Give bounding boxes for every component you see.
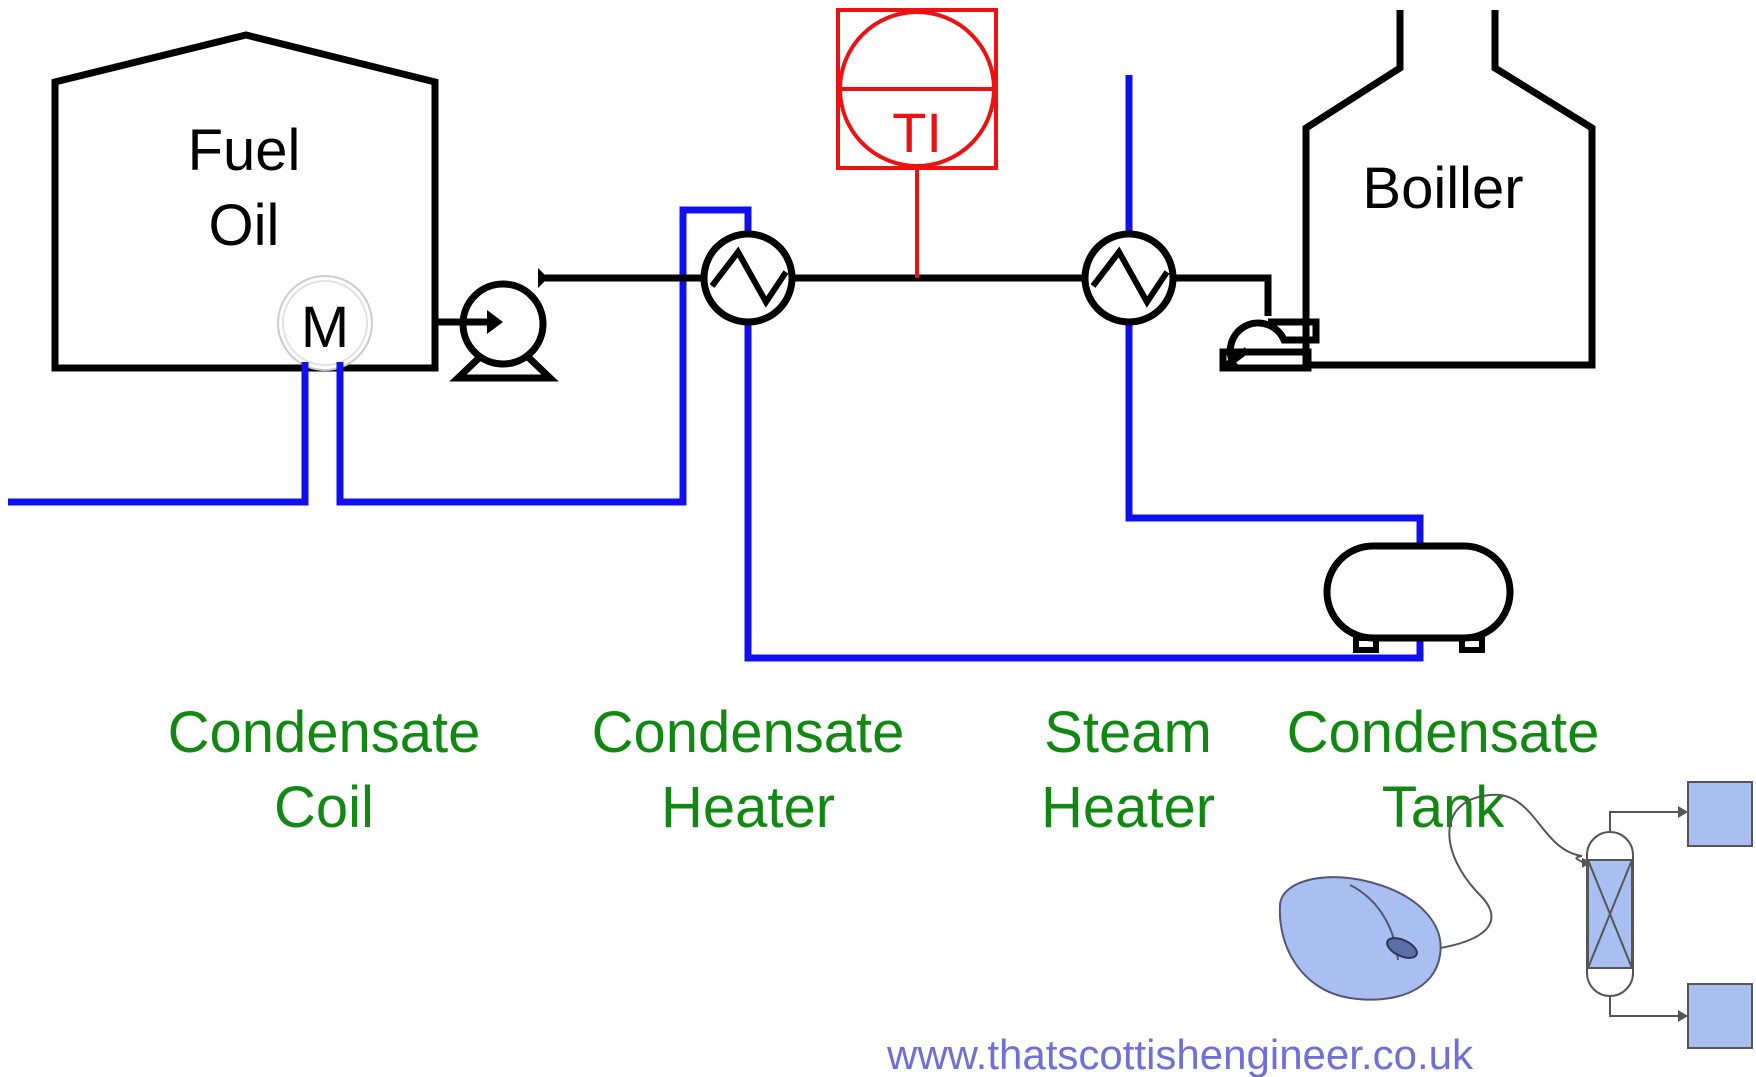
temperature-indicator-label: TI [892,101,942,164]
equipment-labels: Condensate Coil Condensate Heater Steam … [168,700,1600,840]
steam-heater-label-line1: Steam [1044,700,1212,765]
distillation-column-icon [1586,806,1688,1022]
boiler: Boiller [1302,10,1596,369]
fuel-oil-tank: Fuel Oil [51,31,439,372]
condensate-heater-icon [700,230,796,326]
mixer-icon: M [277,275,373,371]
burner-icon [1219,318,1320,372]
condensate-coil-label-line1: Condensate [168,700,481,765]
steam-heater-label-line2: Heater [1041,775,1215,840]
product-box-icon [1687,983,1753,1049]
temperature-indicator: TI [836,8,998,278]
website-url: www.thatscottishengineer.co.uk [886,1031,1474,1077]
coil-inlet-line [8,362,309,506]
heater-outlet-line [744,318,1424,662]
boiler-label: Boiller [1362,156,1523,221]
steam-heater-icon [1081,230,1177,326]
steam-condensate-line [1125,318,1424,548]
mixer-label: M [301,295,349,360]
condensate-heater-label-line1: Condensate [592,700,905,765]
condensate-tank-icon [1323,542,1514,653]
site-logo [1278,781,1753,1049]
condensate-heater-label-line2: Heater [661,775,835,840]
condensate-tank-label-line2: Tank [1382,775,1506,840]
coil-outlet-line [336,206,752,506]
fuel-oil-label-line2: Oil [209,193,280,258]
fuel-oil-pump-icon [449,268,559,382]
mouse-cable [1427,793,1587,951]
product-box-icon [1687,781,1753,847]
fuel-oil-label-line1: Fuel [188,118,301,183]
condensate-coil-label-line2: Coil [274,775,374,840]
condensate-lines [8,75,1424,662]
condensate-tank-label-line1: Condensate [1287,700,1600,765]
fuel-oil-process-line [435,274,1272,326]
computer-mouse-icon [1278,876,1442,1001]
